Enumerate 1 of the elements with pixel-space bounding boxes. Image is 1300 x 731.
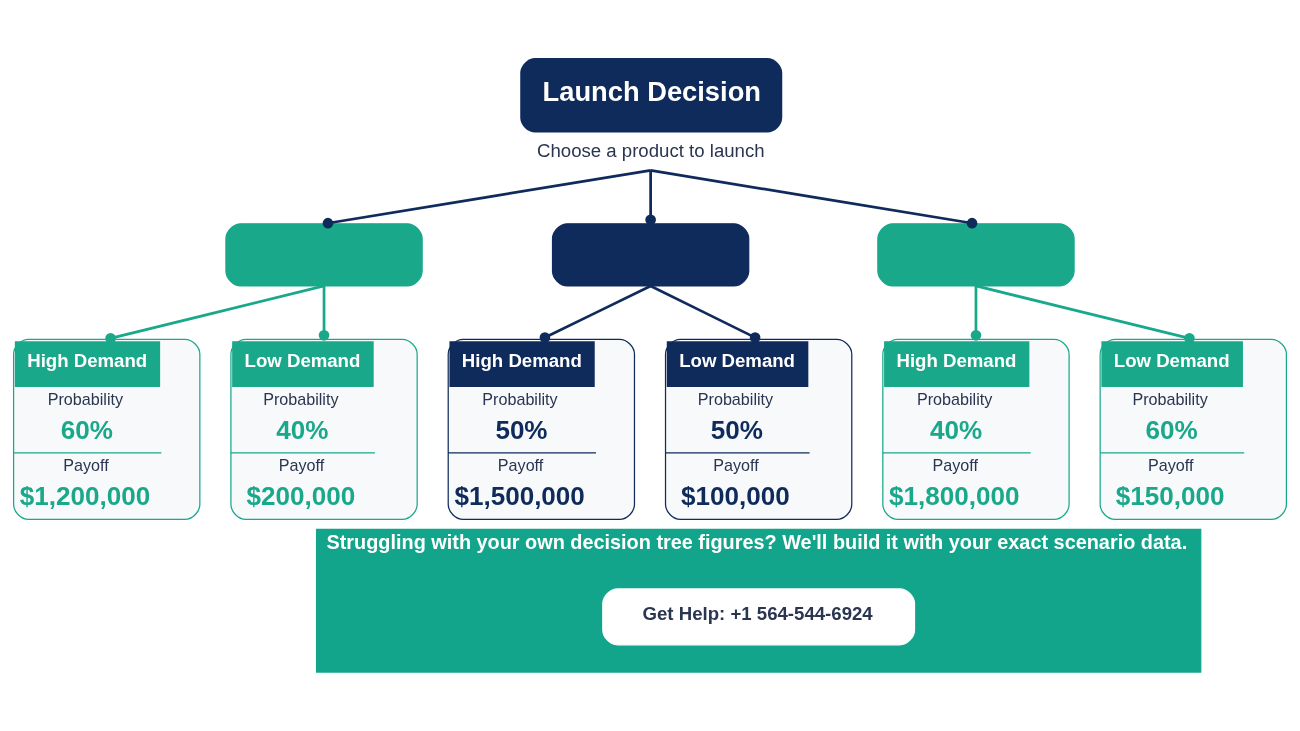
node-label: Choose a product to launch [537, 139, 765, 161]
